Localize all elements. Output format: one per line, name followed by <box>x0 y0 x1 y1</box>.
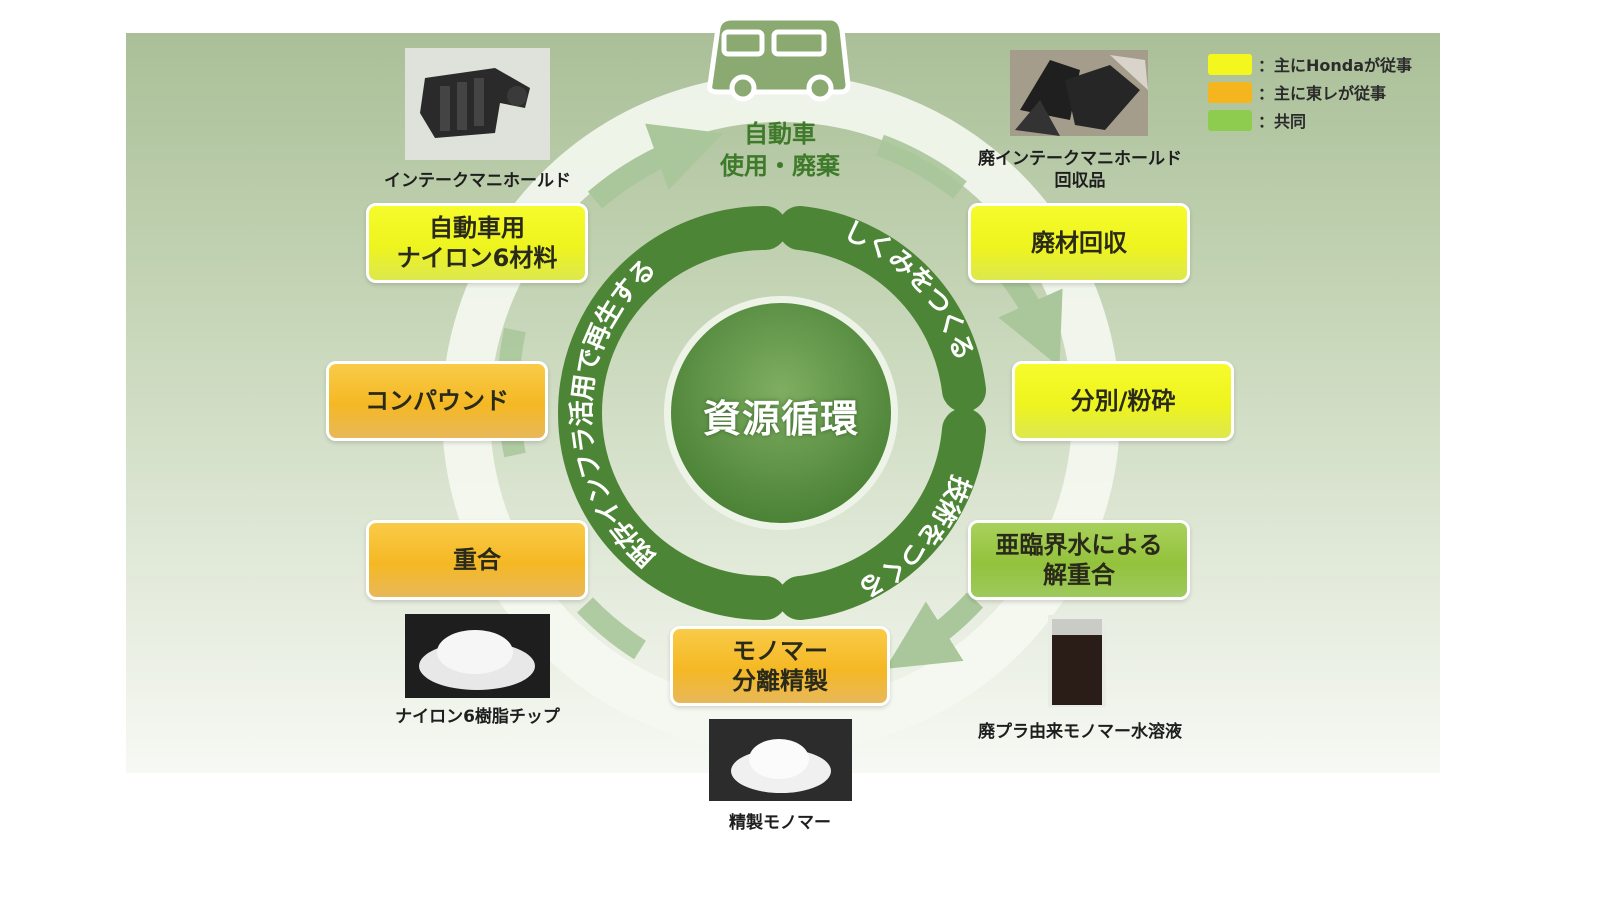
vehicle-label: 自動車 使用・廃棄 <box>720 120 840 181</box>
caption-monomer-solution: 廃プラ由来モノマー水溶液 <box>978 722 1182 742</box>
legend-swatch <box>1208 81 1252 103</box>
legend-swatch <box>1208 109 1252 131</box>
step-waste-collection: 廃材回収 <box>968 203 1190 283</box>
ring-segment-top-right <box>778 206 986 412</box>
legend-item-joint: ：共同 <box>1208 108 1306 132</box>
legend-label: ：共同 <box>1258 112 1307 131</box>
intake-manifold-photo <box>405 48 550 160</box>
step-nylon-material: 自動車用 ナイロン6材料 <box>366 203 588 283</box>
caption-waste-manifold: 廃インテークマニホールド 回収品 <box>978 149 1182 192</box>
legend-item-honda: ：主にHondaが従事 <box>1208 52 1412 76</box>
ring-segment-bottom-right <box>778 408 986 620</box>
refined-monomer-photo <box>709 719 852 801</box>
legend-swatch <box>1208 53 1252 75</box>
cycle-arrow <box>875 134 967 199</box>
legend-item-toray: ：主に東レが従事 <box>1208 80 1386 104</box>
ring-segment-left <box>558 206 787 620</box>
hub <box>671 303 891 523</box>
caption-resin-chips: ナイロン6樹脂チップ <box>395 707 560 727</box>
step-polymerization: 重合 <box>366 520 588 600</box>
step-compound: コンパウンド <box>326 361 548 441</box>
waste-manifold-photo <box>1010 50 1148 136</box>
legend: ：主にHondaが従事 ：主に東レが従事 ：共同 <box>1208 52 1438 136</box>
center-title: 資源循環 <box>702 397 859 441</box>
resin-chips-photo <box>405 614 550 698</box>
caption-refined-monomer: 精製モノマー <box>729 813 831 833</box>
legend-label: ：主に東レが従事 <box>1258 84 1387 103</box>
caption-intake-manifold: インテークマニホールド <box>384 171 571 191</box>
cycle-arrow <box>587 123 724 209</box>
cycle-arrow <box>885 592 984 669</box>
monomer-solution-photo <box>1048 615 1106 707</box>
step-depolymerization: 亜臨界水による 解重合 <box>968 520 1190 600</box>
legend-label: ：主にHondaが従事 <box>1258 56 1413 75</box>
step-sorting-crushing: 分別/粉砕 <box>1012 361 1234 441</box>
step-monomer-separation: モノマー 分離精製 <box>670 626 890 706</box>
cycle-arrow <box>577 597 647 660</box>
car-icon <box>707 15 851 102</box>
ring-phrase-bottom-right: 技術をつくる <box>853 471 975 603</box>
